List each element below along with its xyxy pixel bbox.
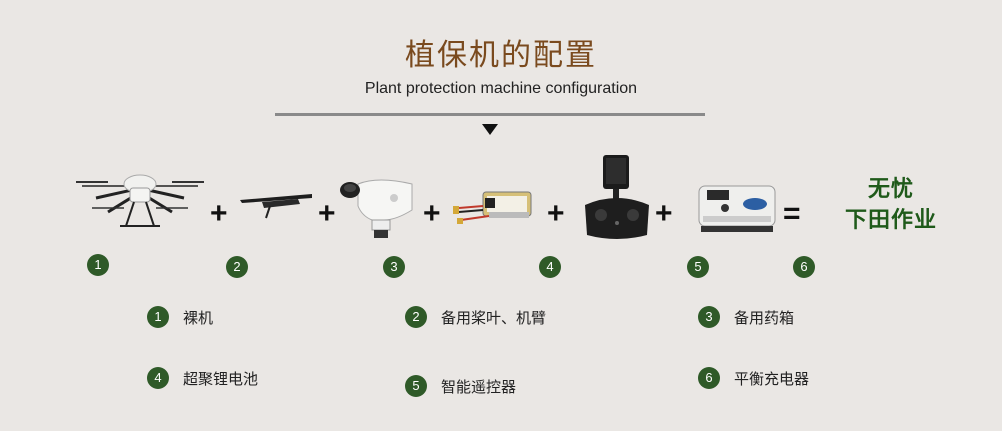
divider-line bbox=[275, 113, 705, 116]
product-badge-6: 6 bbox=[793, 256, 815, 278]
remote-controller-image bbox=[581, 153, 653, 245]
equals-operator: = bbox=[783, 197, 801, 230]
spare-arm-image bbox=[236, 186, 316, 224]
product-badge-4: 4 bbox=[539, 256, 561, 278]
plus-operator: + bbox=[318, 197, 336, 230]
product-badge-1: 1 bbox=[87, 254, 109, 276]
plus-operator: + bbox=[423, 197, 441, 230]
legend-label: 备用药箱 bbox=[734, 308, 795, 327]
page-title: 植保机的配置 bbox=[405, 38, 597, 73]
plus-operator: + bbox=[655, 197, 673, 230]
drone-image bbox=[74, 168, 206, 234]
plus-operator: + bbox=[547, 197, 565, 230]
slogan-line-1: 无忧 bbox=[867, 177, 914, 202]
legend-item: 5 智能遥控器 bbox=[405, 375, 516, 397]
plus-operator: + bbox=[210, 197, 228, 230]
legend-label: 平衡充电器 bbox=[734, 369, 810, 388]
legend-badge: 2 bbox=[405, 306, 427, 328]
legend-badge: 3 bbox=[698, 306, 720, 328]
legend-label: 超聚锂电池 bbox=[183, 369, 259, 388]
down-triangle-icon bbox=[482, 124, 498, 135]
page-subtitle: Plant protection machine configuration bbox=[364, 80, 638, 97]
legend-badge: 6 bbox=[698, 367, 720, 389]
tank-image bbox=[338, 176, 420, 246]
legend-badge: 1 bbox=[147, 306, 169, 328]
legend-item: 4 超聚锂电池 bbox=[147, 367, 258, 389]
legend-label: 智能遥控器 bbox=[441, 377, 517, 396]
battery-image bbox=[453, 186, 539, 234]
legend-label: 裸机 bbox=[183, 308, 214, 327]
legend-item: 2 备用桨叶、机臂 bbox=[405, 306, 546, 328]
legend-badge: 4 bbox=[147, 367, 169, 389]
slogan-line-2: 下田作业 bbox=[844, 208, 937, 233]
legend-label: 备用桨叶、机臂 bbox=[441, 308, 547, 327]
product-badge-5: 5 bbox=[687, 256, 709, 278]
slogan: 无忧 下田作业 bbox=[836, 174, 946, 236]
balance-charger-image bbox=[695, 180, 779, 240]
product-badge-2: 2 bbox=[226, 256, 248, 278]
product-badge-3: 3 bbox=[383, 256, 405, 278]
legend-item: 1 裸机 bbox=[147, 306, 213, 328]
legend-item: 6 平衡充电器 bbox=[698, 367, 809, 389]
legend-item: 3 备用药箱 bbox=[698, 306, 794, 328]
legend-badge: 5 bbox=[405, 375, 427, 397]
